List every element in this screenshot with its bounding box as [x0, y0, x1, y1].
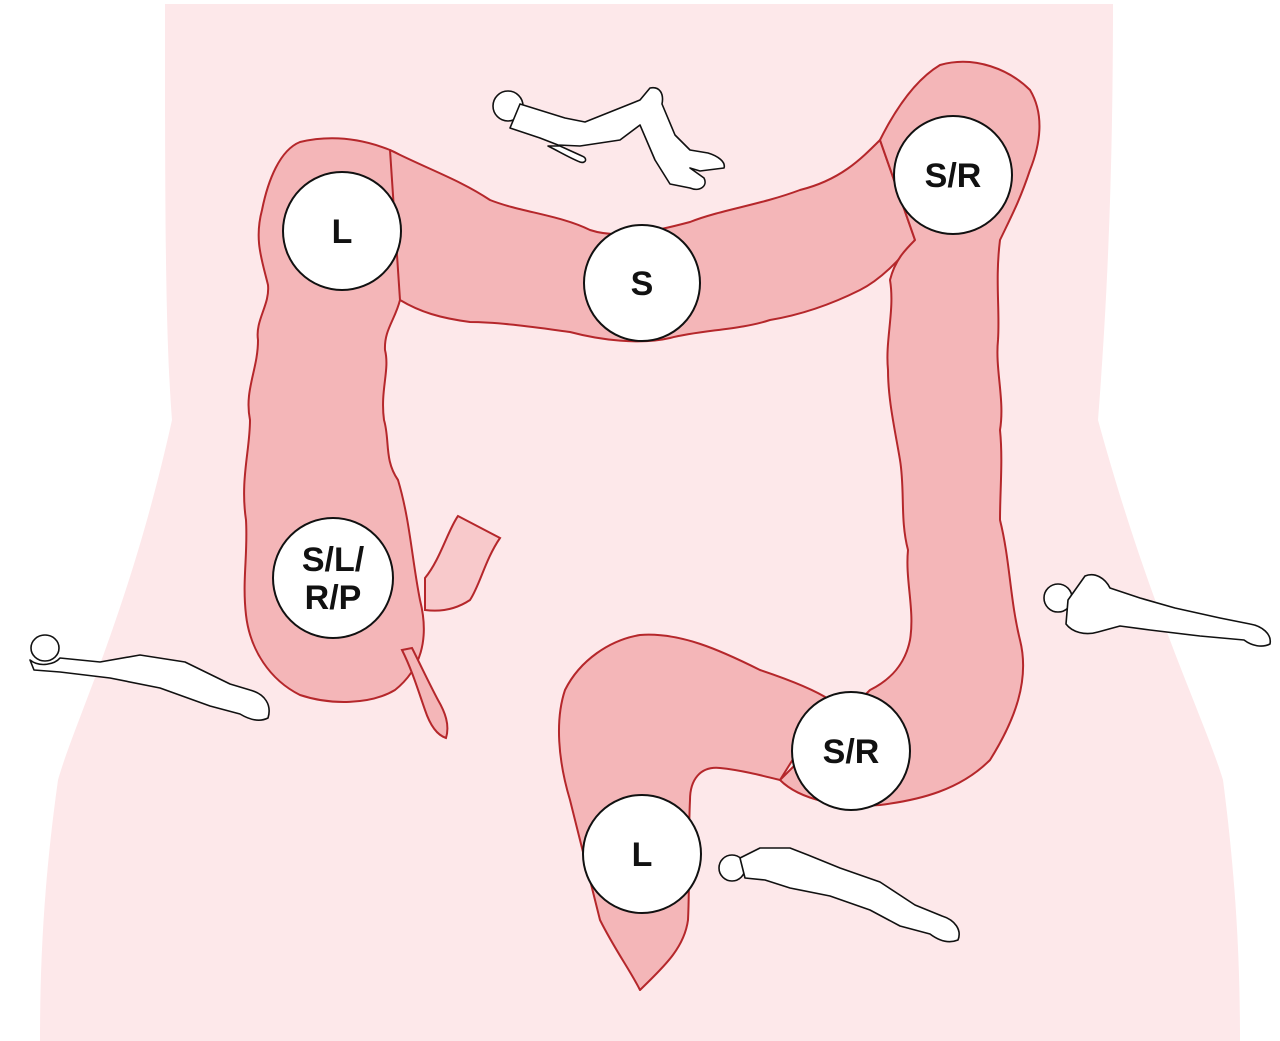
station-circle [282, 171, 402, 291]
station-circle [893, 115, 1013, 235]
station-label: S/L/ [302, 541, 365, 579]
left-lateral-patient-icon [718, 847, 960, 943]
supine-patient-icon [492, 86, 726, 191]
station-label: S [631, 265, 654, 303]
right-lateral-patient-icon [1043, 573, 1272, 647]
station-hepatic-flexure: L [282, 171, 402, 291]
prone-patient-icon [29, 634, 270, 721]
appendix [400, 646, 449, 740]
station-cecum: S/L/R/P [272, 517, 394, 639]
station-label: S/R [925, 157, 982, 195]
station-transverse-colon: S [583, 224, 701, 342]
station-label: S/R [823, 733, 880, 771]
descending-colon [779, 60, 1041, 807]
station-sigmoid-colon: S/R [791, 691, 911, 811]
station-circle [791, 691, 911, 811]
terminal-ileum [424, 514, 502, 612]
station-label: L [332, 213, 353, 251]
station-splenic-flexure: S/R [893, 115, 1013, 235]
station-rectum: L [582, 794, 702, 914]
patient-position-icons [29, 86, 1272, 943]
station-circle [272, 517, 394, 639]
station-labels: L S S/R S/L/R/P S/R L [272, 115, 1013, 914]
station-circle [583, 224, 701, 342]
station-circle [582, 794, 702, 914]
station-label: R/P [305, 579, 362, 617]
station-label: L [632, 836, 653, 874]
